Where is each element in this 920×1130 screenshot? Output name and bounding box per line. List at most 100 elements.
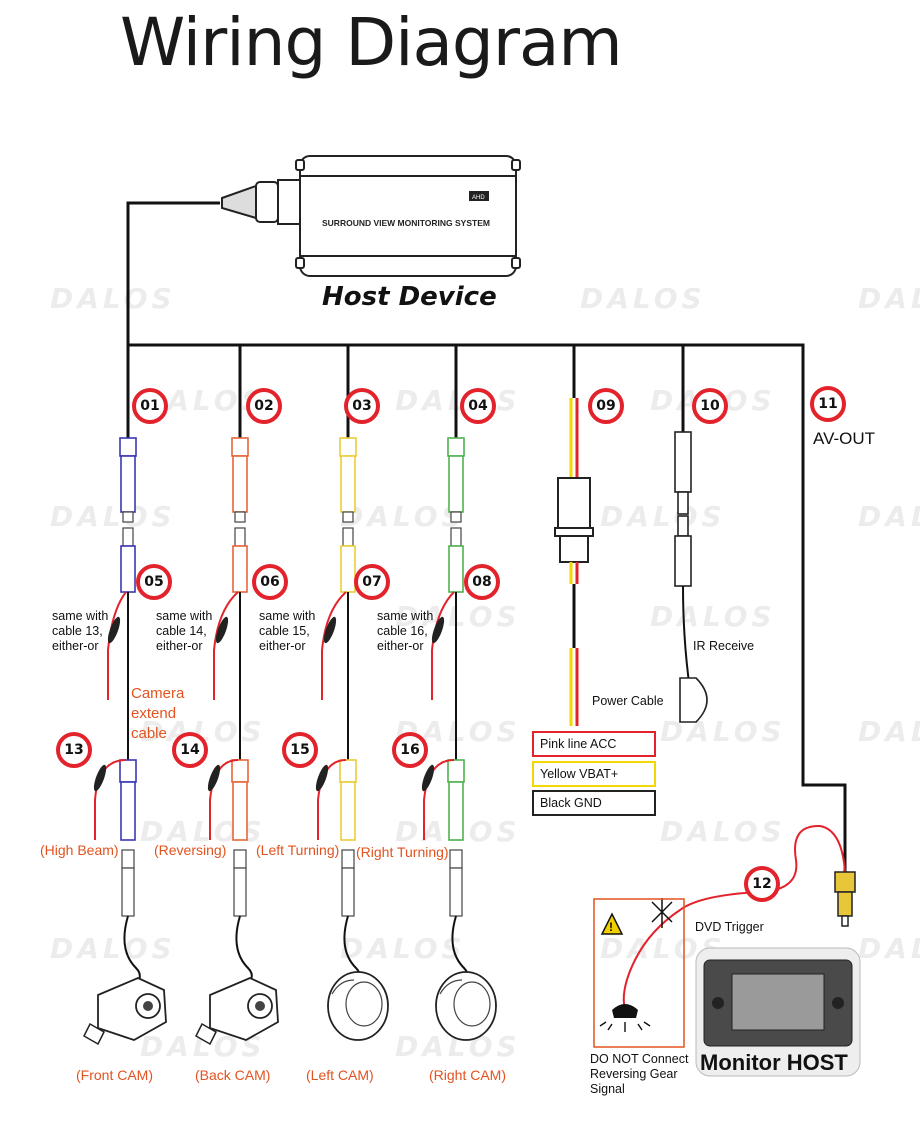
label-line: extend bbox=[131, 705, 177, 722]
host-device bbox=[221, 155, 521, 277]
connector-tip bbox=[450, 511, 462, 523]
connector-lower bbox=[339, 759, 357, 783]
trigger-wire-beads bbox=[93, 616, 445, 792]
either-or-note-3: same with cable 15, either-or bbox=[259, 609, 315, 654]
note-line: same with bbox=[377, 609, 434, 623]
badge-11: 11 bbox=[810, 386, 846, 422]
watermark: DALOS bbox=[650, 600, 776, 633]
either-or-note-1: same with cable 13, either-or bbox=[52, 609, 108, 654]
connector-top-body bbox=[448, 455, 464, 513]
badge-02: 02 bbox=[246, 388, 282, 424]
signal-label-reversing: (Reversing) bbox=[154, 842, 227, 858]
warning-text: DO NOT Connect Reversing Gear Signal bbox=[590, 1052, 688, 1097]
note-line: same with bbox=[156, 609, 213, 623]
camera-label-right: (Right CAM) bbox=[429, 1067, 507, 1083]
power-cable-label: Power Cable bbox=[592, 694, 664, 708]
rca-connector bbox=[834, 871, 856, 927]
power-line-gnd: Black GND bbox=[532, 790, 656, 816]
connector-tip bbox=[122, 511, 134, 523]
connector-mid-body bbox=[340, 545, 356, 593]
note-line: same with bbox=[52, 609, 109, 623]
watermark: DALOS bbox=[50, 282, 176, 315]
badge-14: 14 bbox=[172, 732, 208, 768]
connector-tip bbox=[234, 527, 246, 547]
warning-line: Signal bbox=[590, 1082, 625, 1096]
watermark: DALOS bbox=[858, 282, 920, 315]
host-badge-text: AHD bbox=[472, 195, 485, 201]
label-line: cable bbox=[131, 725, 167, 742]
badge-09: 09 bbox=[588, 388, 624, 424]
badge-06: 06 bbox=[252, 564, 288, 600]
dome-camera-lens bbox=[345, 981, 383, 1027]
badge-03: 03 bbox=[344, 388, 380, 424]
camera-bracket bbox=[83, 1022, 105, 1046]
power-cable bbox=[554, 398, 594, 726]
connector-mid-body bbox=[120, 545, 136, 593]
connector-top bbox=[447, 437, 465, 457]
signal-label-right-turning: (Right Turning) bbox=[356, 844, 449, 860]
connector-lower-body bbox=[340, 781, 356, 841]
camera-plug-body bbox=[233, 867, 247, 917]
connector-lower bbox=[119, 759, 137, 783]
power-line-vbat: Yellow VBAT+ bbox=[532, 761, 656, 787]
either-or-note-4: same with cable 16, either-or bbox=[377, 609, 433, 654]
label-line: Camera bbox=[131, 685, 185, 702]
connector-top-body bbox=[232, 455, 248, 513]
note-line: either-or bbox=[259, 639, 306, 653]
host-device-label: Host Device bbox=[322, 282, 497, 312]
camera-channels bbox=[83, 437, 497, 1046]
either-or-note-2: same with cable 14, either-or bbox=[156, 609, 212, 654]
signal-label-high-beam: (High Beam) bbox=[40, 842, 119, 858]
watermark: DALOS bbox=[858, 932, 920, 965]
main-harness bbox=[126, 201, 847, 872]
badge-10: 10 bbox=[692, 388, 728, 424]
badge-16: 16 bbox=[392, 732, 428, 768]
camera-bracket bbox=[195, 1022, 217, 1046]
badge-12: 12 bbox=[744, 866, 780, 902]
note-line: either-or bbox=[52, 639, 99, 653]
note-line: same with bbox=[259, 609, 316, 623]
note-line: cable 14, bbox=[156, 624, 207, 638]
connector-lower bbox=[231, 759, 249, 783]
connector-mid-body bbox=[448, 545, 464, 593]
camera-plug-body bbox=[449, 867, 463, 917]
dvd-trigger-label: DVD Trigger bbox=[695, 920, 764, 934]
warning-line: Reversing Gear bbox=[590, 1067, 678, 1081]
camera-plug bbox=[449, 849, 463, 869]
dome-camera-ridge bbox=[331, 979, 355, 995]
connector-tip bbox=[450, 527, 462, 547]
badge-08: 08 bbox=[464, 564, 500, 600]
monitor-host bbox=[695, 947, 861, 1077]
watermark: DALOS bbox=[660, 815, 786, 848]
warning-line: DO NOT Connect bbox=[590, 1052, 689, 1066]
av-out-label: AV-OUT bbox=[813, 429, 876, 448]
dome-camera-ridge bbox=[439, 979, 463, 995]
connector-lower-body bbox=[232, 781, 248, 841]
power-line-acc: Pink line ACC bbox=[532, 731, 656, 757]
watermark: DALOS bbox=[50, 500, 176, 533]
page-title: Wiring Diagram bbox=[120, 4, 623, 81]
watermark: DALOS bbox=[340, 932, 466, 965]
monitor-host-label: Monitor HOST bbox=[700, 1050, 848, 1075]
camera-extend-cable-label: Camera extend cable bbox=[131, 684, 184, 744]
host-brand-text: SURROUND VIEW MONITORING SYSTEM bbox=[322, 218, 490, 228]
camera-plug bbox=[341, 849, 355, 869]
connector-tip bbox=[122, 527, 134, 547]
connector-lower-body bbox=[120, 781, 136, 841]
camera-lens-core bbox=[143, 1001, 153, 1011]
connector-top bbox=[231, 437, 249, 457]
watermark: DALOS bbox=[600, 500, 726, 533]
note-line: either-or bbox=[377, 639, 424, 653]
svg-text:!: ! bbox=[609, 920, 613, 934]
badge-05: 05 bbox=[136, 564, 172, 600]
badge-04: 04 bbox=[460, 388, 496, 424]
dome-camera-lens bbox=[453, 981, 491, 1027]
camera-label-back: (Back CAM) bbox=[195, 1067, 271, 1083]
connector-top-body bbox=[340, 455, 356, 513]
connector-lower bbox=[447, 759, 465, 783]
camera-plug bbox=[121, 849, 135, 869]
camera-label-front: (Front CAM) bbox=[76, 1067, 153, 1083]
badge-07: 07 bbox=[354, 564, 390, 600]
